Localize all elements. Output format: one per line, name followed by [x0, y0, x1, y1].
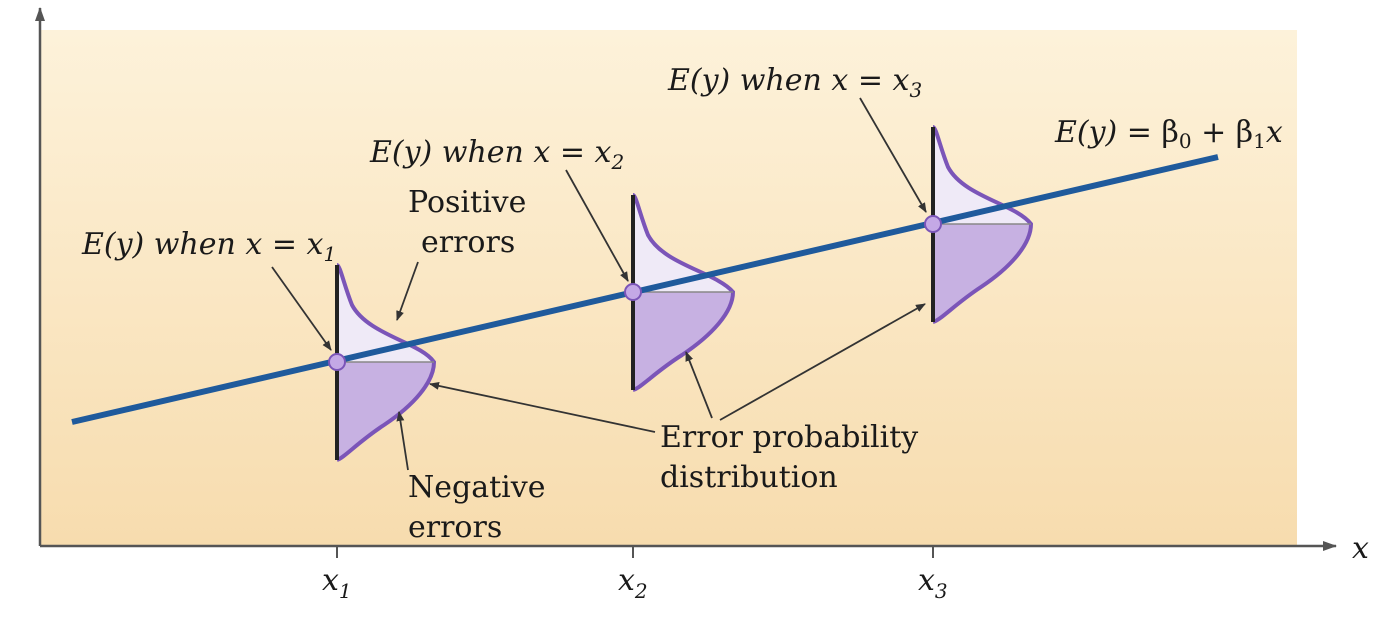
mean-label-x3: E(y) when x = x3 [667, 63, 922, 102]
mean-label-x1: E(y) when x = x1 [81, 227, 336, 266]
arrow-mean-2 [565, 169, 629, 282]
error-distribution-1 [335, 263, 437, 462]
annotation-arrows [271, 97, 927, 471]
negative-error-region-2 [633, 292, 733, 390]
arrow-negative-errors [396, 411, 409, 471]
x-axis-label: x [1352, 531, 1369, 566]
x-tick-label-1: x1 [322, 563, 352, 603]
positive-errors-label-line1: Positive [408, 185, 526, 220]
arrow-error-dist-1 [429, 381, 656, 433]
error-distribution-label-line1: Error probability [660, 420, 918, 455]
mean-point-2 [624, 283, 642, 301]
negative-errors-label-line1: Negative [408, 470, 545, 505]
arrow-mean-1 [271, 266, 332, 351]
arrow-error-dist-3 [719, 303, 926, 421]
mean-point-3 [924, 215, 942, 233]
mean-point-1 [328, 353, 346, 371]
x-tick-label-3: x3 [918, 563, 948, 603]
positive-error-region-1 [337, 265, 434, 362]
positive-error-region-2 [633, 195, 733, 292]
negative-error-region-1 [337, 362, 434, 460]
regression-line [71, 154, 1219, 425]
regression-equation-label: E(y) = β0 + β1x [1054, 115, 1283, 153]
positive-error-region-3 [933, 127, 1031, 224]
negative-errors-label-line2: errors [408, 510, 502, 545]
positive-errors-label-line2: errors [421, 225, 515, 260]
negative-error-region-3 [933, 224, 1031, 322]
error-distribution-label-line2: distribution [660, 460, 838, 495]
x-tick-label-2: x2 [618, 563, 648, 603]
arrow-error-dist-2 [685, 351, 713, 419]
arrow-mean-3 [859, 97, 927, 213]
arrow-positive-errors [396, 261, 419, 321]
mean-label-x2: E(y) when x = x2 [369, 135, 624, 174]
